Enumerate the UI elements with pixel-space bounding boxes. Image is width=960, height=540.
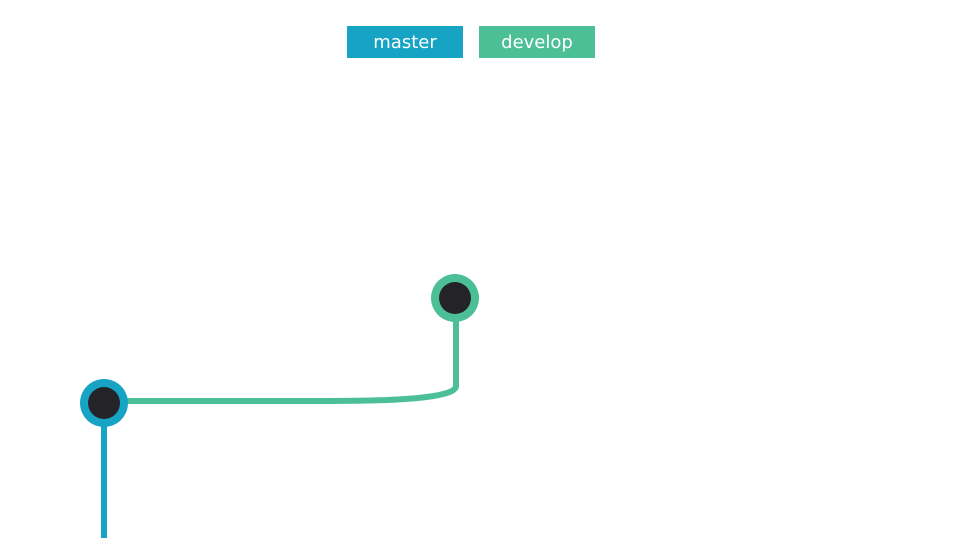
develop-branch-line: [104, 300, 459, 404]
legend-master-label: master: [373, 31, 437, 53]
develop-commit-node: [431, 274, 479, 322]
master-commit-node: [80, 379, 128, 427]
legend-master: master: [347, 26, 463, 58]
branch-legend: master develop: [347, 26, 595, 58]
legend-develop: develop: [479, 26, 595, 58]
master-commit-dot: [88, 387, 120, 419]
legend-develop-label: develop: [501, 31, 573, 53]
develop-commit-dot: [439, 282, 471, 314]
